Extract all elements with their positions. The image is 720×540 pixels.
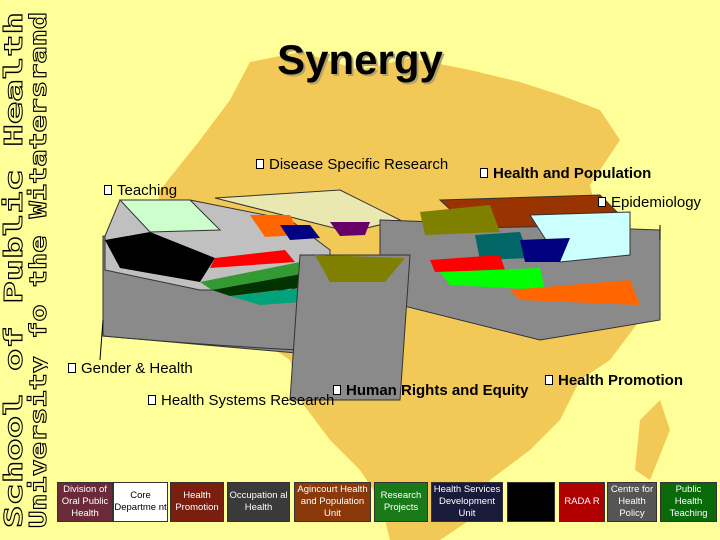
bullet-icon: [545, 375, 553, 385]
bullet-icon: [68, 363, 76, 373]
bullet-icon: [104, 185, 112, 195]
label-health-systems: Health Systems Research: [148, 392, 334, 409]
slice-olive-bottom: [315, 255, 405, 282]
slice-darkgreen-left: [212, 272, 322, 296]
slice-red-right: [430, 255, 505, 272]
unit-box: Division of Oral Public Health: [57, 482, 113, 522]
pie-side-bottom: [289, 254, 411, 401]
label-epidemiology: Epidemiology: [598, 194, 701, 211]
slice-tan-top: [214, 189, 402, 233]
label-human-rights: Human Rights and Equity: [333, 382, 529, 399]
bullet-icon: [148, 395, 156, 405]
unit-box: Public Health Teaching: [660, 482, 717, 522]
callout-line-left: [99, 319, 104, 361]
slice-olive-right: [420, 205, 500, 235]
university-name-text: University fo the Witatersrand: [26, 12, 48, 528]
school-name-text: School of Public Health: [0, 12, 28, 528]
slice-red-left: [210, 250, 295, 268]
unit-box: Centre for Health Policy: [607, 482, 657, 522]
unit-box: Agincourt Health and Population Unit: [294, 482, 371, 522]
unit-box: [507, 482, 555, 522]
slice-lime-right: [440, 268, 545, 290]
unit-box: Health Services Development Unit: [431, 482, 503, 522]
slice-blue-top: [280, 225, 320, 240]
label-health-promotion: Health Promotion: [545, 372, 683, 389]
slice-mint-left: [118, 199, 222, 233]
bullet-icon: [598, 197, 606, 207]
madagascar-shape: [635, 400, 670, 480]
unit-box: Core Departme nt: [113, 482, 168, 522]
label-health-population: Health and Population: [480, 165, 651, 182]
unit-box: RADA R: [559, 482, 605, 522]
slice-purple-top: [330, 222, 370, 236]
bullet-icon: [333, 385, 341, 395]
slice-orange-right: [510, 280, 640, 305]
label-teaching: Teaching: [104, 182, 177, 199]
slice-navy-right: [520, 238, 570, 262]
label-disease: Disease Specific Research: [256, 156, 448, 173]
pie-side-left-bottom: [102, 320, 301, 351]
label-gender: Gender & Health: [68, 360, 193, 377]
unit-box: Research Projects: [374, 482, 428, 522]
slice-green-left: [200, 262, 312, 290]
slice-black-left: [105, 232, 215, 282]
unit-box: Health Promotion: [170, 482, 224, 522]
bullet-icon: [256, 159, 264, 169]
page-title: Synergy: [277, 36, 443, 83]
unit-box: Occupation al Health: [227, 482, 290, 522]
slice-darkteal-right: [475, 232, 530, 260]
bullet-icon: [480, 168, 488, 178]
vertical-institution-text: School of Public Health University fo th…: [0, 12, 48, 529]
